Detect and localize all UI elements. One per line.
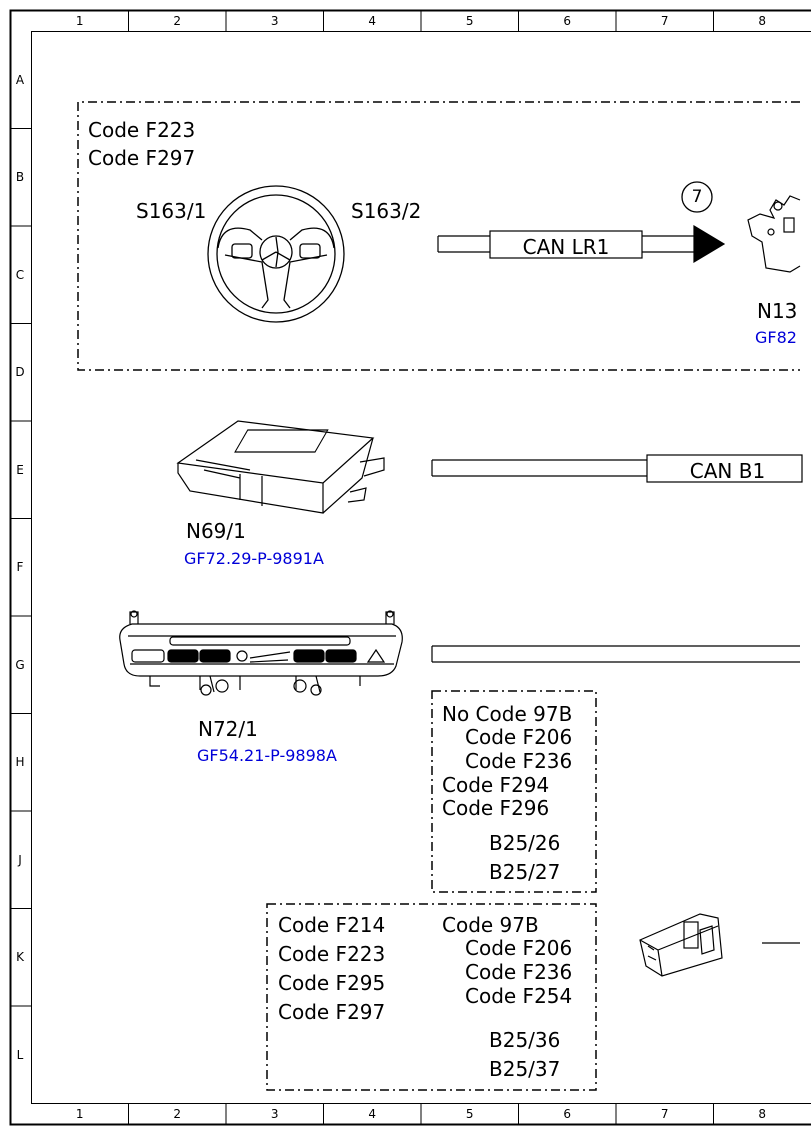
grid-column-label: 8: [758, 14, 767, 28]
grid-row-label: J: [18, 852, 22, 867]
grid-row-label: C: [15, 267, 25, 282]
grid-row-label: A: [15, 72, 25, 87]
grid-column-label: 2: [173, 1107, 182, 1121]
grid-row-label: D: [15, 365, 25, 380]
grid-column-label: 2: [173, 14, 182, 28]
marker-circle: [681, 181, 713, 213]
bottom-right-code-4: Code F254: [465, 984, 573, 1008]
mid-line-1: No Code 97B: [442, 702, 573, 726]
grid-row-label: G: [15, 657, 25, 672]
grid-column-label: 5: [465, 14, 474, 28]
group-box-top: [77, 101, 800, 371]
marker-number: 7: [691, 187, 703, 207]
grid-column-label: 6: [563, 1107, 572, 1121]
control-panel-n72-1-icon: [119, 610, 403, 696]
module-n69-1-icon: [176, 420, 385, 514]
grid-column-label: 4: [368, 1107, 377, 1121]
grid-column-label: 4: [368, 14, 377, 28]
grid-row-label: E: [16, 462, 24, 477]
n69-1-label: N69/1: [186, 519, 246, 543]
grid-column-label: 1: [75, 14, 84, 28]
n13-label: N13: [757, 299, 798, 323]
grid-column-label: 7: [660, 14, 669, 28]
top-code-1: Code F223: [88, 118, 196, 142]
bottom-left-code-2: Code F223: [278, 942, 386, 966]
bottom-left-code-4: Code F297: [278, 1000, 386, 1024]
group-box-bottom: [266, 903, 597, 1091]
grid-column-label: 8: [758, 1107, 767, 1121]
top-code-2: Code F297: [88, 146, 196, 170]
grid-column-label: 5: [465, 1107, 474, 1121]
grid-row-label: H: [15, 755, 25, 770]
mid-part-2: B25/27: [489, 860, 561, 884]
grid-row-label: L: [16, 1047, 24, 1062]
n13-ref-link[interactable]: GF82: [755, 328, 797, 347]
mid-line-2: Code F206: [465, 725, 573, 749]
bottom-right-code-2: Code F206: [465, 936, 573, 960]
mid-part-1: B25/26: [489, 831, 561, 855]
mid-line-4: Code F294: [442, 773, 550, 797]
bottom-part-2: B25/37: [489, 1057, 561, 1081]
n72-1-label: N72/1: [198, 717, 258, 741]
bottom-right-code-1: Code 97B: [442, 913, 539, 937]
grid-column-label: 3: [270, 1107, 279, 1121]
grid-row-label: F: [16, 560, 24, 575]
bottom-left-code-1: Code F214: [278, 913, 386, 937]
grid-row-label: K: [16, 950, 24, 965]
grid-column-label: 7: [660, 1107, 669, 1121]
mid-line-5: Code F296: [442, 796, 550, 820]
sensor-b25-icon: [639, 913, 723, 977]
can-b1-bus: [431, 454, 803, 483]
bottom-left-code-3: Code F295: [278, 971, 386, 995]
bottom-right-code-3: Code F236: [465, 960, 573, 984]
s163-2-label: S163/2: [351, 199, 422, 223]
can-b1-label: CAN B1: [689, 459, 766, 483]
grid-column-label: 6: [563, 14, 572, 28]
group-box-middle: [431, 690, 597, 893]
grid-column-label: 3: [270, 14, 279, 28]
grid-row-label: B: [15, 170, 25, 185]
n69-1-ref-link[interactable]: GF72.29-P-9891A: [184, 549, 324, 568]
panel-bus: [431, 645, 800, 663]
steering-wheel-icon: [207, 185, 345, 323]
can-lr1-bus: [437, 224, 726, 264]
bottom-part-1: B25/36: [489, 1028, 561, 1052]
n72-1-ref-link[interactable]: GF54.21-P-9898A: [197, 746, 337, 765]
can-lr1-label: CAN LR1: [522, 235, 610, 259]
mid-line-3: Code F236: [465, 749, 573, 773]
control-unit-n13-icon: [747, 195, 801, 273]
grid-column-label: 1: [75, 1107, 84, 1121]
s163-1-label: S163/1: [136, 199, 207, 223]
